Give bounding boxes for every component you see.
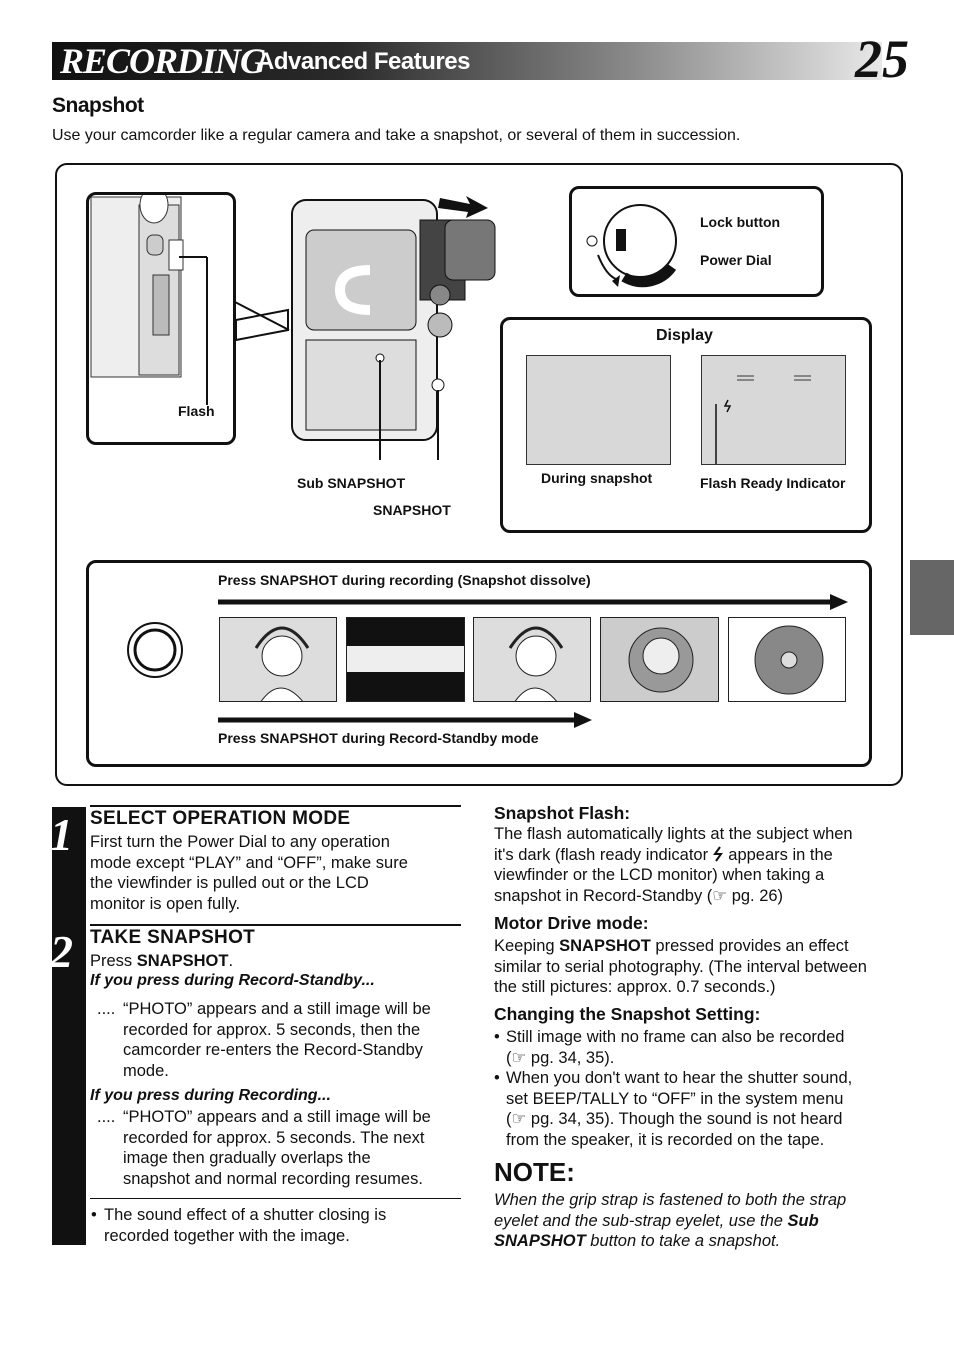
power-dial-illustration [586,204,677,288]
label-display: Display [656,327,713,344]
side-tab [910,560,954,635]
pointer-line [234,301,290,331]
flash-title: Snapshot Flash: [494,803,631,823]
camera-side-illustration [90,186,208,405]
label-during-snapshot: During snapshot [541,470,653,486]
step-2-title: TAKE SNAPSHOT [90,927,256,948]
header-bar [52,42,882,80]
note-text: When the grip strap is fastened to both … [494,1191,847,1250]
snapshot-button-icon [127,622,183,678]
lcd-flash-ready [701,355,846,486]
step-2-case1-title: If you press during Record-Standby... [90,972,375,989]
frame-1 [219,617,337,702]
change-bullet-2: When you don't want to hear the shutter … [506,1069,853,1149]
ref-icon: ☞ [511,1048,527,1067]
step-bar [52,807,86,1245]
arrow-standby [218,712,592,728]
motor-title: Motor Drive mode: [494,913,649,933]
ref-icon: ☞ [511,1110,527,1128]
lcd-indicators [715,375,811,486]
change-title: Changing the Snapshot Setting: [494,1004,761,1024]
step-2-case2-dots: .... [97,1108,116,1126]
bottom-rule [90,1198,461,1199]
change-bullet-1: Still image with no frame can also be re… [506,1028,845,1067]
flash-text: The flash automatically lights at the su… [494,825,853,905]
bullet-mark: • [91,1206,97,1224]
header-subtitle: Advanced Features [257,48,470,75]
ref-icon: ☞ [712,886,728,905]
frame-2 [346,617,465,702]
change-bullet-2-mark: • [494,1069,500,1087]
step-2-case2-text: “PHOTO” appears and a still image will b… [123,1108,431,1188]
label-lock-button: Lock button [700,214,781,230]
page-number: 25 [855,29,909,89]
frame-5 [728,617,846,702]
label-press-standby: Press SNAPSHOT during Record-Standby mod… [218,730,539,746]
diagram-box [55,163,903,786]
step-1-title: SELECT OPERATION MODE [90,808,351,829]
label-flash: Flash [178,403,215,419]
label-power-dial: Power Dial [700,252,772,268]
frame-3 [473,617,591,702]
header-section: RECORDING [60,41,266,81]
label-flash-ready: Flash Ready Indicator [700,475,846,491]
label-snapshot: SNAPSHOT [373,502,451,518]
lcd-during-snapshot [526,355,671,465]
note-title: NOTE: [494,1157,575,1187]
step-2-case2-title: If you press during Recording... [90,1087,331,1104]
power-dial-panel [569,186,824,297]
label-sub-snapshot: Sub SNAPSHOT [297,475,406,491]
section-heading: Snapshot [52,94,144,117]
step-2-number: 2 [50,926,73,977]
camcorder-illustration [235,196,496,460]
step-2-case1-text: “PHOTO” appears and a still image will b… [123,1000,431,1080]
step-2-case1-dots: .... [97,1000,116,1018]
step-2-press: Press SNAPSHOT. [90,952,234,970]
intro-text: Use your camcorder like a regular camera… [52,127,741,144]
bullet-text: The sound effect of a shutter closing is… [104,1206,387,1245]
step-1-rule [90,805,461,807]
change-bullet-1-mark: • [494,1028,500,1046]
step-2-rule [90,924,461,926]
step-1-number: 1 [50,809,73,860]
flash-closeup-panel [86,186,236,445]
step-1-text: First turn the Power Dial to any operati… [90,833,408,913]
frame-4 [600,617,719,702]
arrow-recording [218,594,848,610]
label-press-recording: Press SNAPSHOT during recording (Snapsho… [218,572,591,588]
flash-ready-icon [712,845,723,862]
motor-text: Keeping SNAPSHOT pressed provides an eff… [494,937,867,996]
